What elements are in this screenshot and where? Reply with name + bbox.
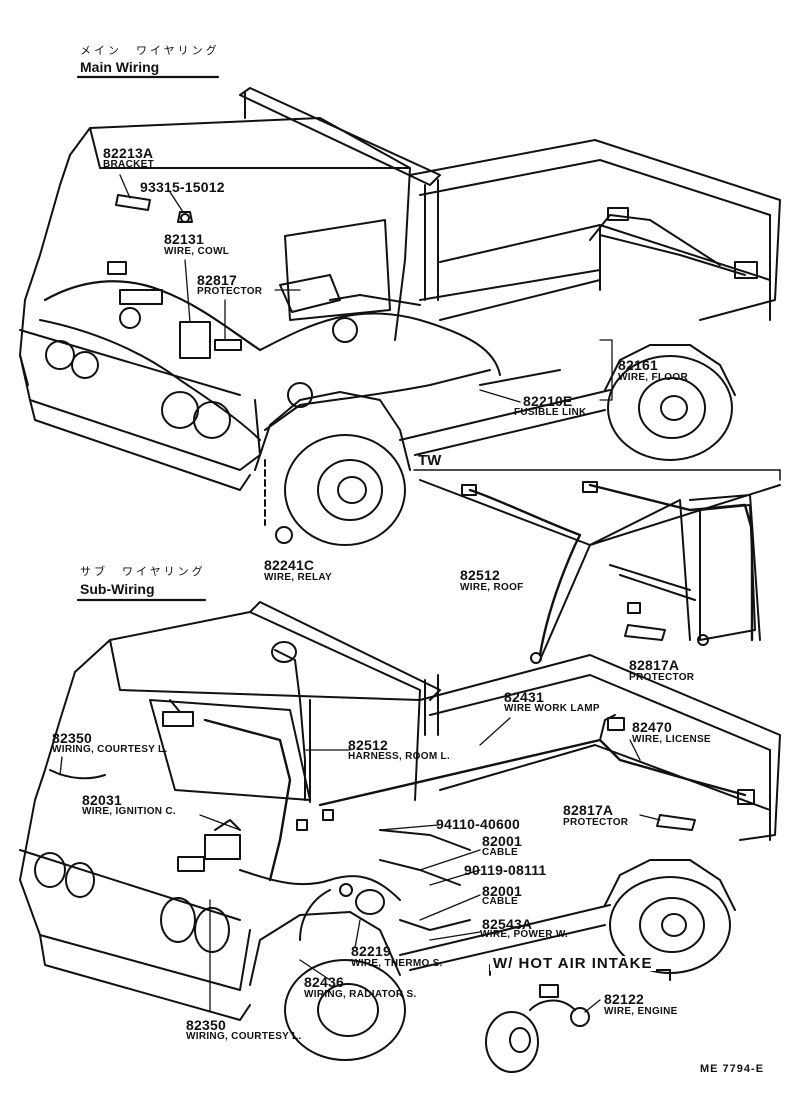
callout-description: WIRE, ROOF [460, 582, 524, 593]
callout-part-number: 82817 [197, 272, 237, 288]
callout-description: WIRE, COWL [164, 246, 230, 257]
callout-description: WIRE, IGNITION C. [82, 806, 176, 817]
callout-part-number: 82512 [460, 567, 500, 583]
main-wiring-jp-title: メイン ワイヤリング [80, 45, 220, 57]
callout-description: WIRE, RELAY [264, 572, 332, 583]
callout-part-number: 82350 [186, 1017, 226, 1033]
tw-variant-label: TW [418, 452, 442, 469]
callout-description: WIRING, RADIATOR S. [304, 989, 417, 1000]
sub-wiring-title: Sub-Wiring [80, 581, 155, 597]
callout-description: PROTECTOR [197, 286, 263, 297]
callout-description: CABLE [482, 847, 518, 858]
callout-part-number: 82543A [482, 916, 533, 932]
callout-part-number: 82131 [164, 231, 204, 247]
callout-description: WIRING, COURTESY L. [186, 1031, 302, 1042]
callout-part-number: 94110-40600 [436, 816, 520, 832]
callout-description: WIRE, POWER W. [480, 929, 569, 940]
callout-part-number: 82001 [482, 833, 522, 849]
callout-description: HARNESS, ROOM L. [348, 751, 451, 762]
callout-part-number: 93315-15012 [140, 179, 225, 195]
tw-roof-inset-drawing [413, 469, 781, 664]
callout-description: WIRING, COURTESY L. [52, 744, 168, 755]
callout-part-number: 90119-08111 [464, 862, 547, 878]
hot-air-intake-label: W/ HOT AIR INTAKE [490, 956, 656, 971]
main-truck-drawing [19, 87, 781, 546]
callout-description: WIRE, ENGINE [604, 1006, 678, 1017]
callout-part-number: 82241C [264, 557, 315, 573]
main-wiring-title: Main Wiring [80, 59, 160, 75]
callout-part-number: 82431 [504, 689, 544, 705]
callout-part-number: 82350 [52, 730, 92, 746]
callout-part-number: 82001 [482, 883, 522, 899]
sub-truck-drawing [19, 601, 781, 1073]
callout-description: PROTECTOR [629, 672, 695, 683]
callout-part-number: 82817A [629, 657, 680, 673]
callout-description: PROTECTOR [563, 817, 629, 828]
callout-description: WIRE WORK LAMP [504, 703, 600, 714]
sub-wiring-jp-title: サブ ワイヤリング [80, 566, 206, 578]
callout-description: WIRE, FLOOR [618, 372, 688, 383]
callout-part-number: 82213A [103, 145, 154, 161]
callout-part-number: 82817A [563, 802, 614, 818]
callout-part-number: 82161 [618, 357, 658, 373]
callout-description: WIRE, THERMO S. [351, 958, 443, 969]
main-leader-lines [119, 174, 613, 403]
callout-description: FUSIBLE LINK [514, 407, 587, 418]
callout-part-number: 82512 [348, 737, 388, 753]
callout-part-number: 82219 [351, 943, 391, 959]
callout-part-number: 82436 [304, 974, 344, 990]
callout-part-number: 82122 [604, 991, 644, 1007]
callout-part-number: 82210E [523, 393, 573, 409]
callout-description: BRACKET [103, 159, 154, 170]
drawing-reference-code: ME 7794-E [700, 1063, 765, 1075]
callout-description: CABLE [482, 896, 518, 907]
callout-part-number: 82470 [632, 719, 672, 735]
sub-leader-lines [59, 717, 661, 1013]
callout-part-number: 82031 [82, 792, 122, 808]
callout-description: WIRE, LICENSE [632, 734, 711, 745]
